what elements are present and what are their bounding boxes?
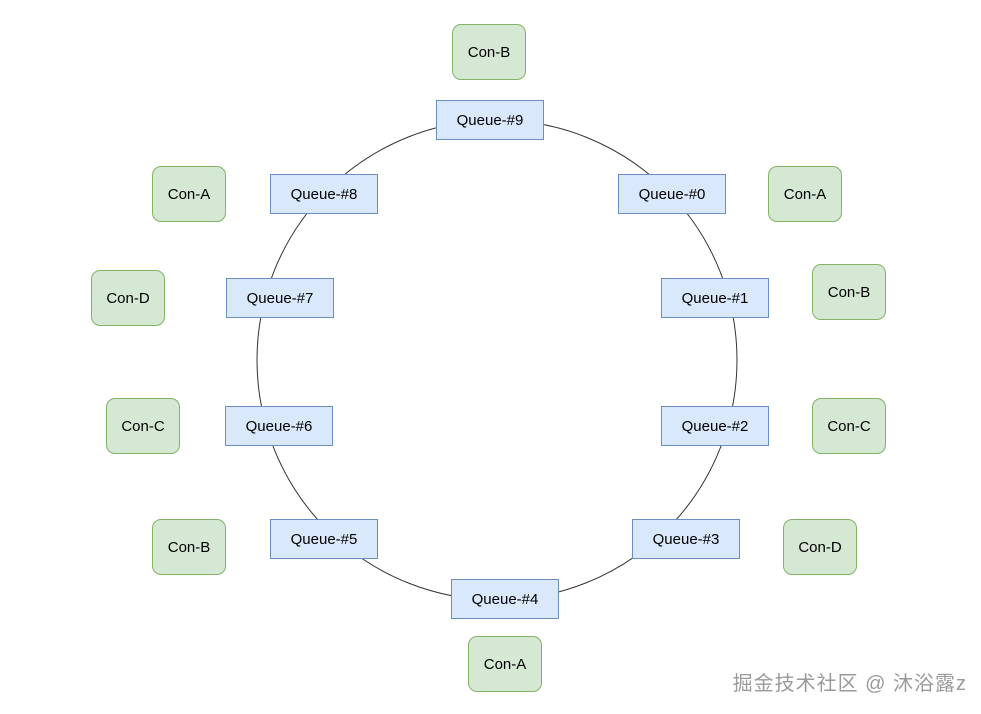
- queue-node: Queue-#2: [661, 406, 769, 446]
- queue-label: Queue-#7: [246, 289, 314, 307]
- queue-node: Queue-#6: [225, 406, 333, 446]
- queue-label: Queue-#9: [456, 111, 524, 129]
- consumer-label: Con-B: [827, 283, 871, 301]
- consumer-node: Con-A: [468, 636, 542, 692]
- consumer-label: Con-A: [783, 185, 827, 203]
- queue-label: Queue-#0: [638, 185, 706, 203]
- consumer-node: Con-C: [106, 398, 180, 454]
- queue-label: Queue-#2: [681, 417, 749, 435]
- watermark-text: 掘金技术社区 @ 沐浴露z: [732, 673, 967, 695]
- consumer-node: Con-A: [768, 166, 842, 222]
- consumer-node: Con-B: [812, 264, 886, 320]
- consumer-node: Con-B: [452, 24, 526, 80]
- consumer-label: Con-B: [167, 538, 211, 556]
- consumer-label: Con-D: [798, 538, 842, 556]
- queue-node: Queue-#1: [661, 278, 769, 318]
- queue-node: Queue-#4: [451, 579, 559, 619]
- queue-label: Queue-#1: [681, 289, 749, 307]
- queue-label: Queue-#4: [471, 590, 539, 608]
- consumer-label: Con-D: [106, 289, 150, 307]
- queue-node: Queue-#0: [618, 174, 726, 214]
- queue-label: Queue-#3: [652, 530, 720, 548]
- queue-label: Queue-#6: [245, 417, 313, 435]
- queue-node: Queue-#7: [226, 278, 334, 318]
- queue-node: Queue-#8: [270, 174, 378, 214]
- consumer-node: Con-D: [91, 270, 165, 326]
- consumer-node: Con-C: [812, 398, 886, 454]
- queue-node: Queue-#9: [436, 100, 544, 140]
- queue-label: Queue-#5: [290, 530, 358, 548]
- consumer-label: Con-A: [483, 655, 527, 673]
- queue-node: Queue-#5: [270, 519, 378, 559]
- consumer-label: Con-B: [467, 43, 511, 61]
- consumer-node: Con-D: [783, 519, 857, 575]
- consumer-label: Con-C: [121, 417, 165, 435]
- queue-node: Queue-#3: [632, 519, 740, 559]
- consumer-node: Con-B: [152, 519, 226, 575]
- consumer-label: Con-A: [167, 185, 211, 203]
- queue-label: Queue-#8: [290, 185, 358, 203]
- consumer-label: Con-C: [827, 417, 871, 435]
- consumer-node: Con-A: [152, 166, 226, 222]
